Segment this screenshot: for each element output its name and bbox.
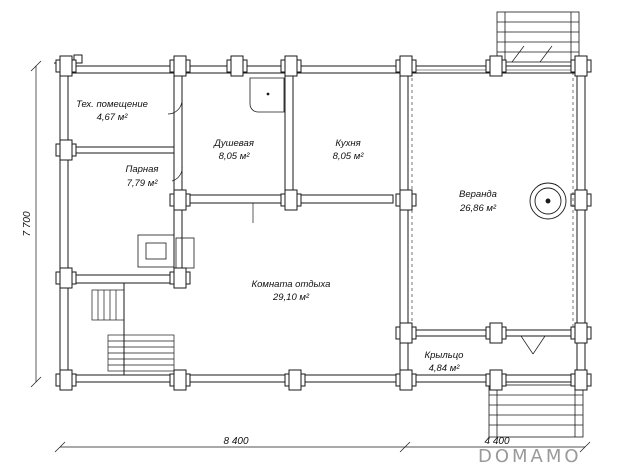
room-area-lounge: 29,10 м² bbox=[272, 292, 310, 303]
log-corners bbox=[54, 54, 592, 391]
room-area-porch: 4,84 м² bbox=[429, 363, 461, 374]
room-area-steam: 7,79 м² bbox=[127, 178, 159, 189]
room-name-porch: Крыльцо bbox=[425, 350, 464, 361]
dimension-lines bbox=[30, 60, 591, 453]
room-name-steam: Парная bbox=[125, 164, 158, 175]
watermark-corner: DOMAMO bbox=[478, 446, 582, 467]
room-name-shower: Душевая bbox=[213, 138, 254, 149]
interior-stairs bbox=[91, 289, 175, 372]
stairs-top bbox=[496, 11, 580, 63]
doors bbox=[167, 45, 553, 355]
dimension-height: 7 700 bbox=[22, 211, 33, 236]
dimension-width-main: 8 400 bbox=[223, 436, 248, 447]
room-name-veranda: Веранда bbox=[459, 189, 497, 200]
room-area-veranda: 26,86 м² bbox=[459, 203, 497, 214]
room-area-tech: 4,67 м² bbox=[97, 112, 129, 123]
room-area-shower: 8,05 м² bbox=[219, 151, 251, 162]
veranda-railing bbox=[411, 72, 574, 330]
dimension-width-veranda: 4 400 bbox=[484, 436, 509, 447]
hot-tub bbox=[529, 182, 567, 220]
room-name-lounge: Комната отдыха bbox=[252, 279, 331, 290]
room-name-tech: Тех. помещение bbox=[76, 99, 148, 110]
room-name-kitchen: Кухня bbox=[335, 138, 360, 149]
stairs-bottom bbox=[488, 384, 584, 438]
shower-tray bbox=[249, 77, 285, 113]
stove bbox=[137, 234, 195, 269]
room-area-kitchen: 8,05 м² bbox=[333, 151, 365, 162]
